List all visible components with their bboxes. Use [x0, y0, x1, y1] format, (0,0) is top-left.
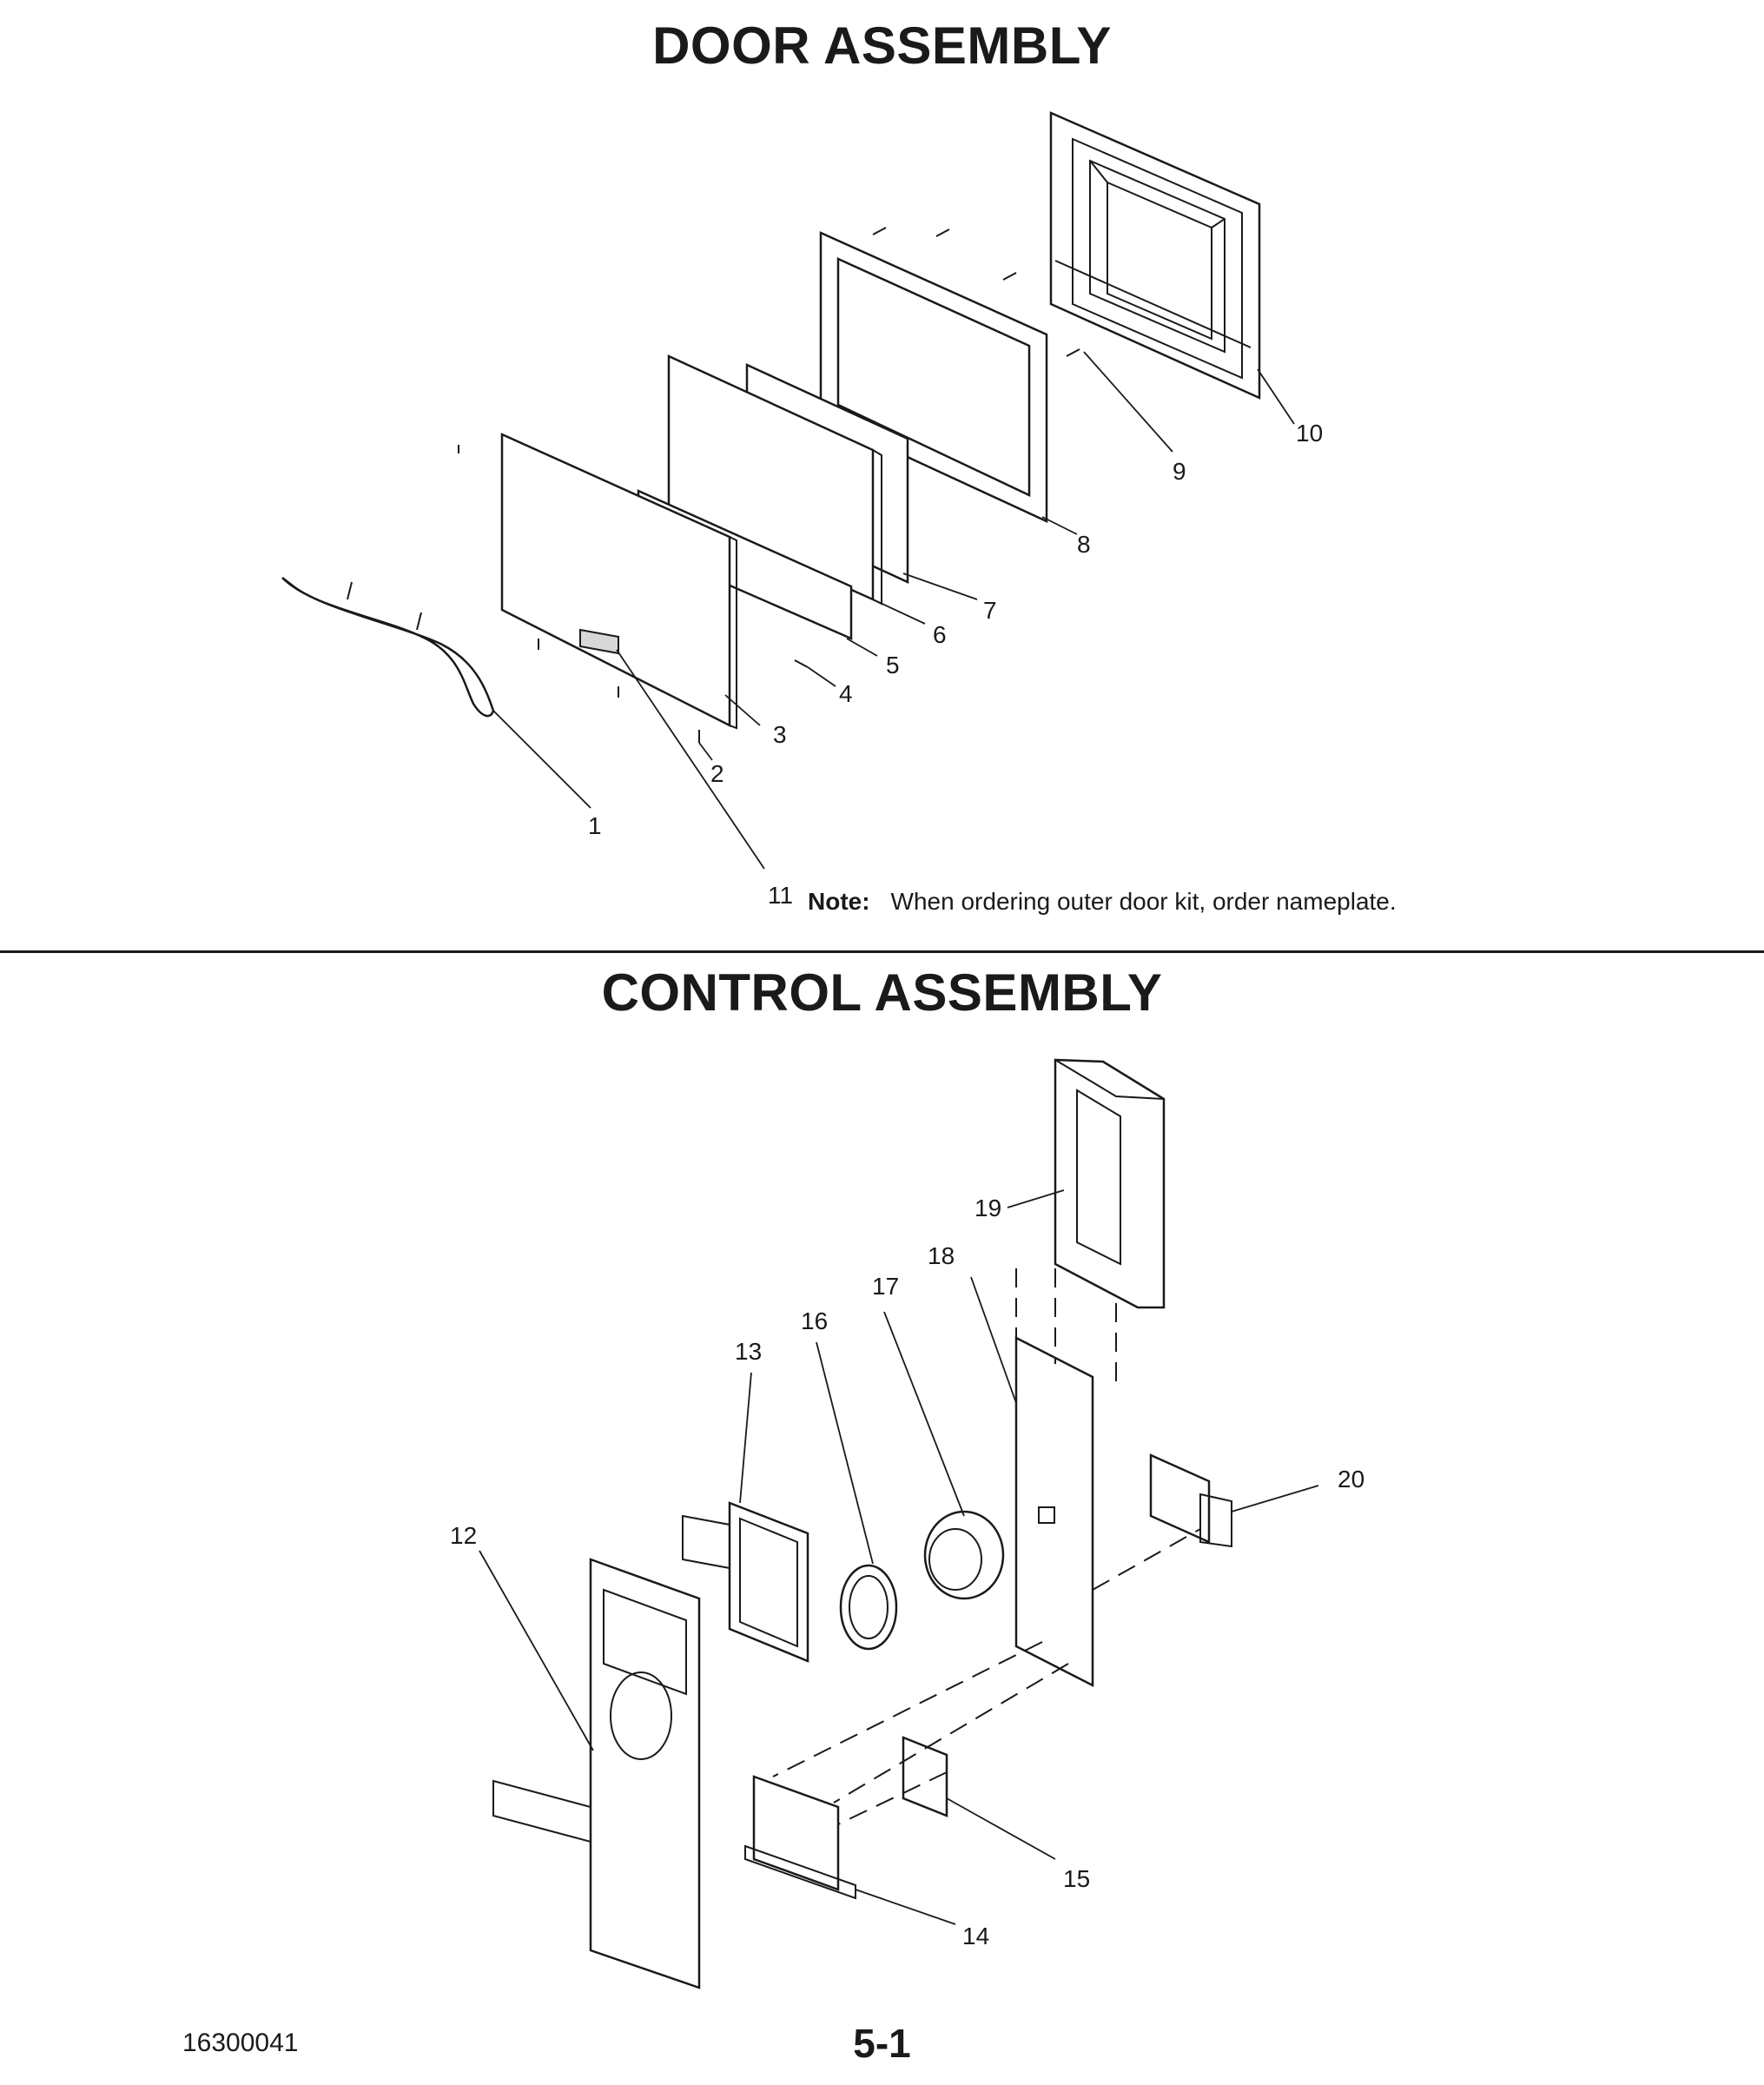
part-17-knob: [923, 1510, 1005, 1600]
part-4-screw: [794, 659, 809, 668]
part-15-small-board: [902, 1736, 948, 1817]
callout-12: 12: [450, 1522, 477, 1549]
callout-15: 15: [1063, 1865, 1090, 1892]
part-9-screws: [872, 227, 1080, 357]
ordering-note: Note: When ordering outer door kit, order…: [808, 888, 1397, 916]
part-1-handle: [281, 577, 495, 718]
part-20-module: [1149, 1453, 1232, 1548]
section-divider: [0, 950, 1764, 953]
callout-11: 11: [768, 882, 793, 909]
callout-9: 9: [1173, 458, 1186, 485]
note-text: When ordering outer door kit, order name…: [890, 888, 1397, 915]
note-label: Note:: [808, 888, 870, 915]
page-number: 5-1: [853, 2021, 911, 2066]
part-10-inner-door: [1049, 111, 1261, 400]
callout-7: 7: [983, 597, 997, 624]
part-12-control-panel: [492, 1558, 701, 1989]
part-14-bracket: [744, 1775, 856, 1900]
callout-20: 20: [1338, 1466, 1364, 1493]
callout-14: 14: [962, 1923, 989, 1949]
callout-19: 19: [974, 1195, 1001, 1221]
door-leader-lines: [492, 351, 1295, 870]
control-assembly-title: CONTROL ASSEMBLY: [601, 963, 1163, 1022]
part-16-ring: [839, 1564, 898, 1651]
callout-6: 6: [933, 621, 947, 648]
callout-2: 2: [710, 760, 724, 787]
control-dashed-lines: [772, 1268, 1201, 1825]
document-id: 16300041: [182, 2029, 299, 2057]
callout-4: 4: [839, 680, 853, 707]
callout-16: 16: [801, 1307, 828, 1334]
door-assembly-title: DOOR ASSEMBLY: [652, 17, 1112, 75]
callout-17: 17: [872, 1273, 899, 1300]
callout-5: 5: [886, 652, 900, 678]
part-19-control-box: [1054, 1058, 1166, 1309]
part-18-control-board: [1014, 1335, 1094, 1688]
callout-1: 1: [588, 812, 602, 839]
part-3-outer-door: [500, 433, 737, 730]
control-leader-lines: [479, 1189, 1319, 1925]
callout-10: 10: [1296, 420, 1323, 447]
callout-18: 18: [928, 1242, 955, 1269]
part-2-screws: [458, 445, 700, 743]
callout-13: 13: [735, 1338, 762, 1365]
part-8-door-frame: [819, 231, 1048, 523]
callout-8: 8: [1077, 531, 1091, 558]
part-13-display: [682, 1501, 809, 1663]
callout-3: 3: [773, 721, 787, 748]
